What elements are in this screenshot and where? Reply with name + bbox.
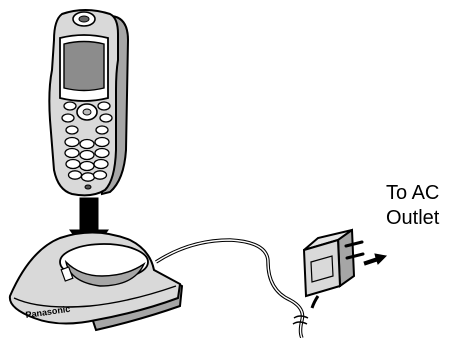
to-ac-label: To AC [386,181,439,205]
ac-adapter-icon [304,230,363,308]
charger-base-icon: Panasonic [10,232,182,330]
outlet-label: Outlet [386,206,439,230]
right-arrow-icon [364,254,386,265]
cordless-handset-icon [49,10,128,195]
